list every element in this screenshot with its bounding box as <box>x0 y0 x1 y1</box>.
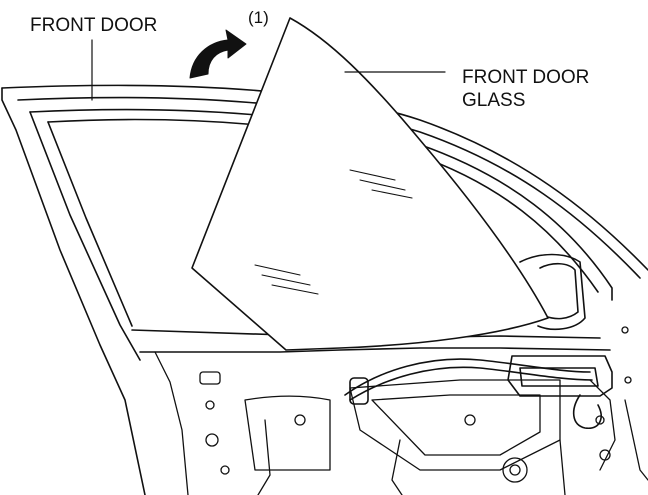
door-frame-outer <box>1 84 648 271</box>
belt-line-lower <box>139 347 611 353</box>
mirror-mount-inner <box>539 262 579 320</box>
step-marker-text: (1) <box>248 8 269 27</box>
door-inner-panel <box>154 326 648 495</box>
window-left-channel-inner <box>47 121 133 327</box>
window-regulator <box>344 355 613 429</box>
front-door-label: FRONT DOOR <box>30 14 157 37</box>
step-marker-label: (1) <box>248 6 269 29</box>
lift-direction-arrow <box>189 29 247 79</box>
mirror-mount <box>519 253 586 331</box>
glass-reflection-marks <box>254 169 413 295</box>
glass-label-line2: GLASS <box>462 90 526 111</box>
door-frame-left-edge <box>1 87 146 495</box>
window-left-channel <box>29 111 141 361</box>
front-door-label-text: FRONT DOOR <box>30 15 158 36</box>
glass-label-line1: FRONT DOOR <box>462 67 590 88</box>
front-door-glass-label: FRONT DOOR GLASS <box>462 66 589 112</box>
